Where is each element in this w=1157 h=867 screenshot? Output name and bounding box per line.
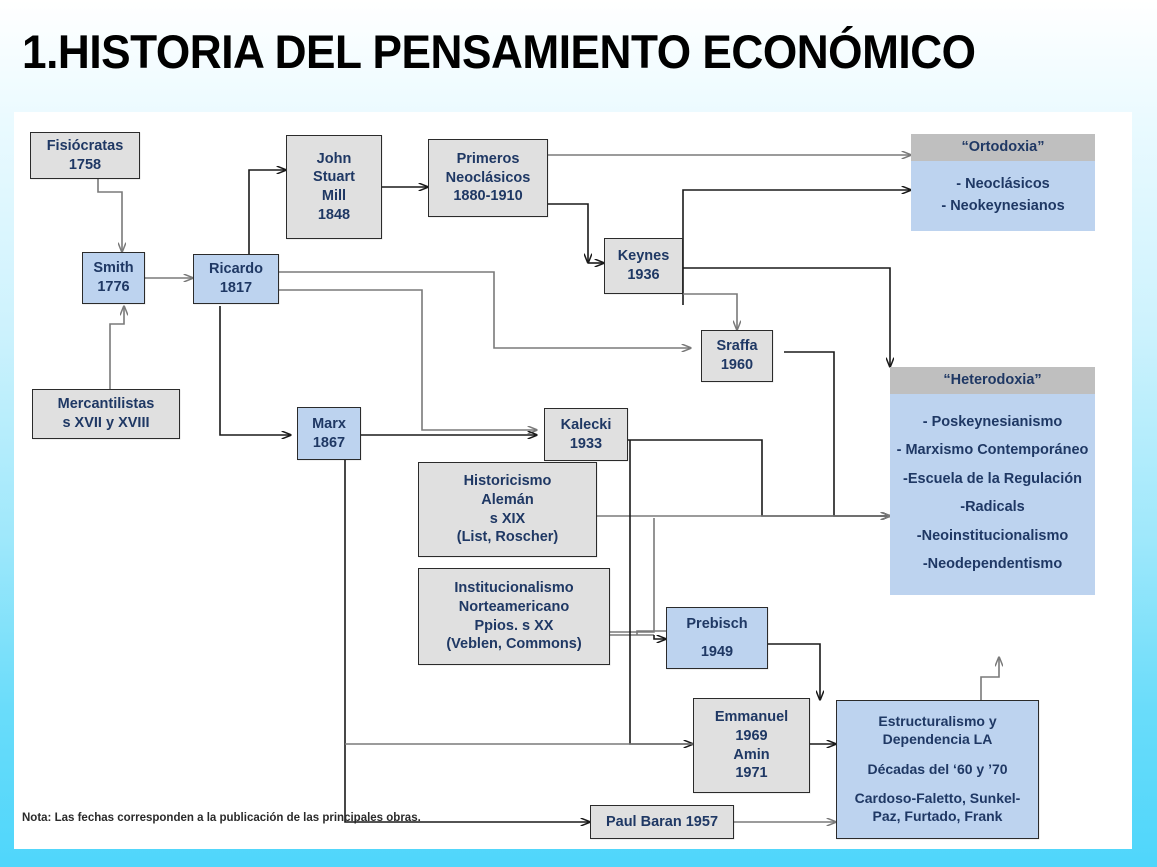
node-line: Décadas del ‘60 y ’70 [867, 760, 1008, 777]
node-line: s XIX [489, 510, 526, 527]
node-line: Prebisch [686, 615, 748, 632]
panel-ortodoxia[interactable]: “Ortodoxia” - Neoclásicos - Neokeynesian… [911, 134, 1095, 231]
node-line: s XVII y XVIII [62, 415, 150, 431]
panel-heterodoxia-header: “Heterodoxia” [890, 367, 1095, 394]
node-line: 1758 [68, 156, 102, 173]
node-line: Ricardo [209, 261, 263, 278]
panel-item: - Neoclásicos [956, 176, 1050, 192]
node-line: Paul Baran 1957 [605, 813, 719, 830]
panel-item: -Neodependentismo [922, 555, 1063, 572]
node-line: 1971 [735, 765, 768, 782]
node-line: Emmanuel [714, 709, 789, 726]
panel-heterodoxia[interactable]: “Heterodoxia” - Poskeynesianismo - Marxi… [890, 367, 1095, 596]
panel-ortodoxia-header: “Ortodoxia” [911, 134, 1095, 161]
node-line: Sraffa [716, 338, 758, 355]
node-line: 1867 [312, 434, 346, 451]
diagram-canvas: Fisiócratas 1758 Smith 1776 Mercantilist… [14, 112, 1132, 849]
node-line: Fisiócratas [46, 137, 124, 154]
node-marx[interactable]: Marx 1867 [297, 407, 361, 460]
connector-layer [97, 112, 1132, 849]
node-line: Kalecki [560, 416, 612, 433]
node-emmanuel-amin[interactable]: Emmanuel 1969 Amin 1971 [693, 698, 810, 793]
footnote: Nota: Las fechas corresponden a la publi… [22, 812, 421, 824]
node-john-stuart-mill[interactable]: John Stuart Mill 1848 [286, 135, 382, 239]
node-line: Neoclásicos [445, 169, 531, 186]
panel-heterodoxia-body: - Poskeynesianismo - Marxismo Contemporá… [890, 394, 1095, 596]
panel-item: -Escuela de la Regulación [903, 470, 1082, 487]
node-line: 1880-1910 [453, 188, 523, 205]
node-line: Historicismo [463, 473, 552, 490]
node-line: 1936 [627, 267, 660, 283]
node-paul-baran[interactable]: Paul Baran 1957 [590, 805, 734, 839]
node-line: (List, Roscher) [456, 529, 559, 546]
panel-item: - Neokeynesianos [941, 198, 1065, 214]
node-line: 1933 [569, 435, 603, 452]
node-line: 1776 [97, 279, 130, 295]
node-ricardo[interactable]: Ricardo 1817 [193, 254, 279, 304]
panel-item: -Neoinstitucionalismo [916, 527, 1069, 544]
panel-item: - Marxismo Contemporáneo [896, 442, 1089, 459]
node-line: Dependencia LA [882, 730, 993, 747]
node-line: Mercantilistas [57, 396, 155, 413]
node-line: Stuart [313, 169, 355, 186]
node-estructuralismo-dependencia[interactable]: Estructuralismo y Dependencia LA Décadas… [836, 700, 1039, 839]
panel-ortodoxia-body: - Neoclásicos - Neokeynesianos [911, 161, 1095, 231]
node-line: Estructuralismo y [878, 712, 997, 729]
node-line: 1848 [317, 206, 351, 223]
node-kalecki[interactable]: Kalecki 1933 [544, 408, 628, 461]
node-mercantilistas[interactable]: Mercantilistas s XVII y XVIII [32, 389, 180, 439]
node-line: 1960 [720, 357, 754, 373]
node-line: Cardoso-Faletto, Sunkel- [854, 790, 1021, 807]
node-historicismo-aleman[interactable]: Historicismo Alemán s XIX (List, Roscher… [418, 462, 597, 557]
node-line: Mill [321, 188, 347, 204]
node-line: Institucionalismo [454, 580, 574, 597]
node-line: 1949 [700, 643, 734, 660]
node-line: (Veblen, Commons) [446, 636, 582, 653]
node-line: Norteamericano [458, 598, 570, 615]
node-keynes[interactable]: Keynes 1936 [604, 238, 683, 294]
node-line: 1817 [219, 280, 253, 296]
node-line: Amin [733, 746, 770, 763]
node-line: Ppios. s XX [474, 617, 554, 634]
node-line: 1969 [735, 727, 768, 744]
node-sraffa[interactable]: Sraffa 1960 [701, 330, 773, 382]
node-line: Primeros [456, 151, 520, 168]
node-primeros-neoclasicos[interactable]: Primeros Neoclásicos 1880-1910 [428, 139, 548, 217]
node-line: Keynes [617, 248, 670, 265]
node-line: Marx [312, 415, 346, 432]
node-prebisch[interactable]: Prebisch 1949 [666, 607, 768, 669]
node-line: Paz, Furtado, Frank [872, 808, 1003, 825]
node-line: Alemán [481, 491, 534, 508]
node-smith[interactable]: Smith 1776 [82, 252, 145, 304]
page-title: 1.HISTORIA DEL PENSAMIENTO ECONÓMICO [22, 25, 976, 78]
panel-item: -Radicals [960, 499, 1025, 516]
node-line: Smith [93, 260, 134, 277]
node-institucionalismo-norteamericano[interactable]: Institucionalismo Norteamericano Ppios. … [418, 568, 610, 665]
panel-item: - Poskeynesianismo [922, 414, 1063, 430]
node-fisiocratas[interactable]: Fisiócratas 1758 [30, 132, 140, 179]
node-line: John [316, 150, 352, 167]
